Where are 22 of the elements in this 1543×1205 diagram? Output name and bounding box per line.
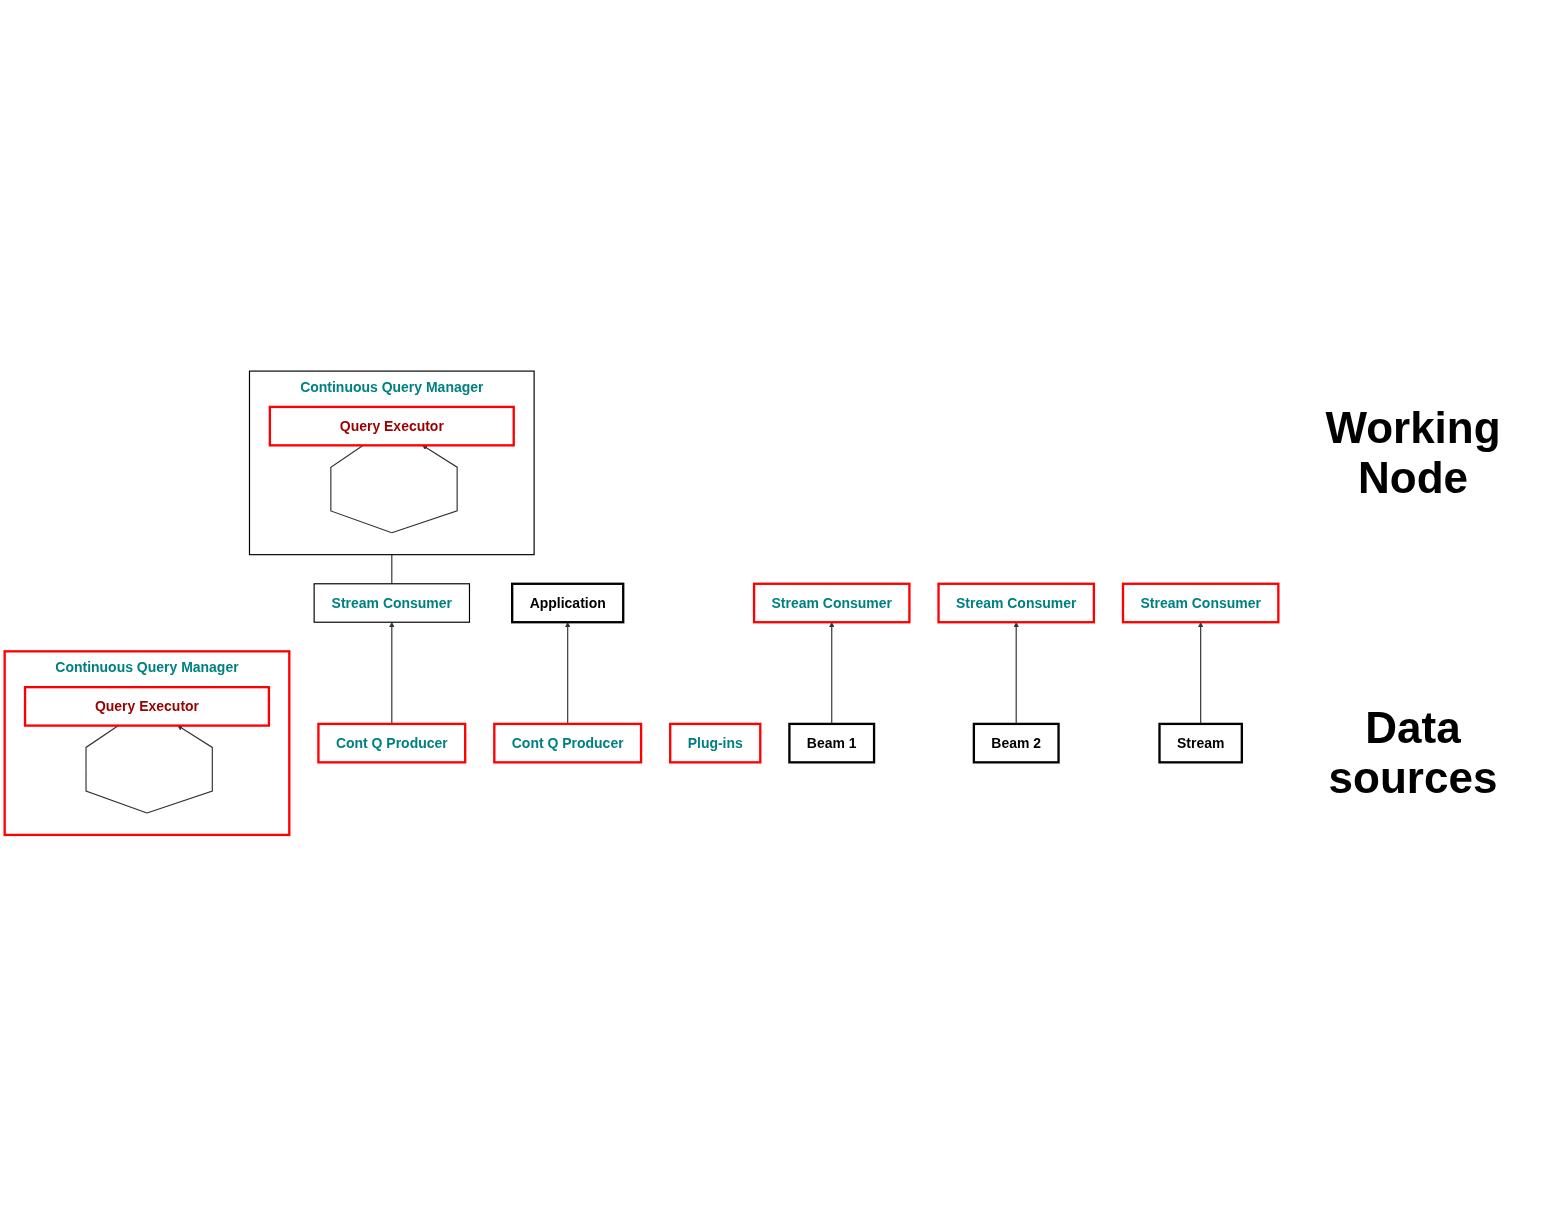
node-box: Cont Q Producer <box>493 722 643 763</box>
node-box: Stream Consumer <box>1121 582 1280 623</box>
node-box: Stream <box>1158 722 1243 763</box>
arrow <box>1013 621 1019 724</box>
node-box: Stream Consumer <box>937 582 1096 623</box>
node-box: Query Executor <box>23 685 271 727</box>
arrow <box>330 444 458 533</box>
arrow <box>565 621 571 724</box>
arrow <box>389 621 395 724</box>
node-box: Beam 1 <box>788 722 876 763</box>
side-label: Working Node <box>1324 402 1502 503</box>
node-box: Query Executor <box>268 405 515 446</box>
arrow <box>829 621 835 724</box>
node-box: Stream Consumer <box>313 582 471 623</box>
side-label: Data sources <box>1327 702 1499 803</box>
arrow <box>1198 621 1204 724</box>
node-box: Beam 2 <box>972 722 1060 763</box>
connector <box>391 553 393 584</box>
node-box: Cont Q Producer <box>317 722 467 763</box>
node-box: Plug-ins <box>669 722 762 763</box>
node-box: Application <box>511 582 625 623</box>
node-box: Stream Consumer <box>752 582 911 623</box>
